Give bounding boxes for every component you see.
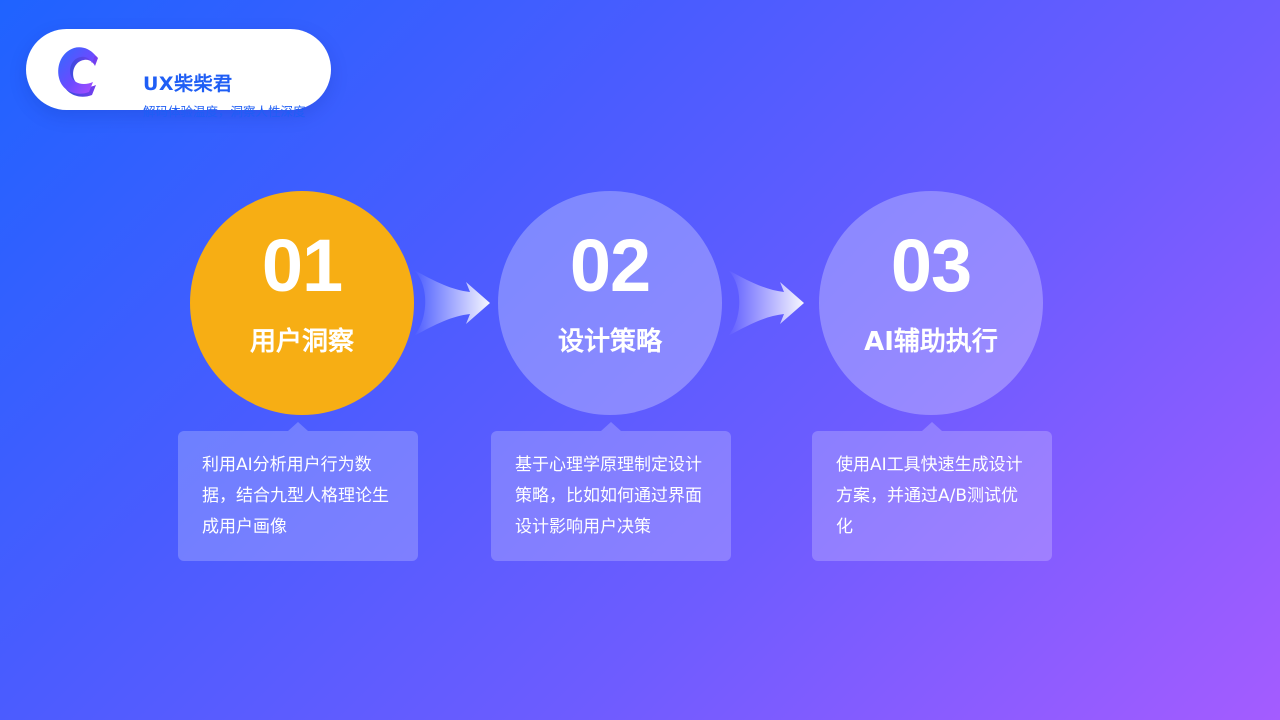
brand-name: UX柴柴君 — [143, 73, 233, 95]
step-number: 03 — [890, 224, 972, 307]
step-description-card-2: 基于心理学原理制定设计策略，比如如何通过界面设计影响用户决策 — [491, 422, 731, 561]
arrow-right-icon — [414, 270, 490, 336]
step-description: 利用AI分析用户行为数据，结合九型人格理论生成用户画像 — [202, 455, 389, 537]
card-pointer — [601, 422, 621, 431]
step-number: 02 — [569, 224, 651, 307]
card-pointer — [922, 422, 942, 431]
step-circle-1: 01 用户洞察 — [190, 191, 414, 415]
step-title: 设计策略 — [557, 327, 662, 357]
step-circle-3: 03 AI辅助执行 — [819, 191, 1043, 415]
step-description-card-1: 利用AI分析用户行为数据，结合九型人格理论生成用户画像 — [178, 422, 418, 561]
step-title: AI辅助执行 — [864, 327, 998, 357]
step-title: 用户洞察 — [249, 327, 354, 357]
step-description: 基于心理学原理制定设计策略，比如如何通过界面设计影响用户决策 — [515, 455, 702, 537]
step-circle-2: 02 设计策略 — [498, 191, 722, 415]
brand-badge: UX柴柴君 解码体验温度，洞察人性深度 — [26, 29, 331, 118]
step-description: 使用AI工具快速生成设计方案，并通过A/B测试优化 — [836, 455, 1023, 537]
step-number: 01 — [261, 224, 343, 307]
c-letter-logo-icon — [58, 47, 98, 97]
arrow-right-icon — [728, 270, 804, 336]
step-description-card-3: 使用AI工具快速生成设计方案，并通过A/B测试优化 — [812, 422, 1052, 561]
brand-slogan: 解码体验温度，洞察人性深度 — [143, 104, 306, 119]
card-pointer — [288, 422, 308, 431]
